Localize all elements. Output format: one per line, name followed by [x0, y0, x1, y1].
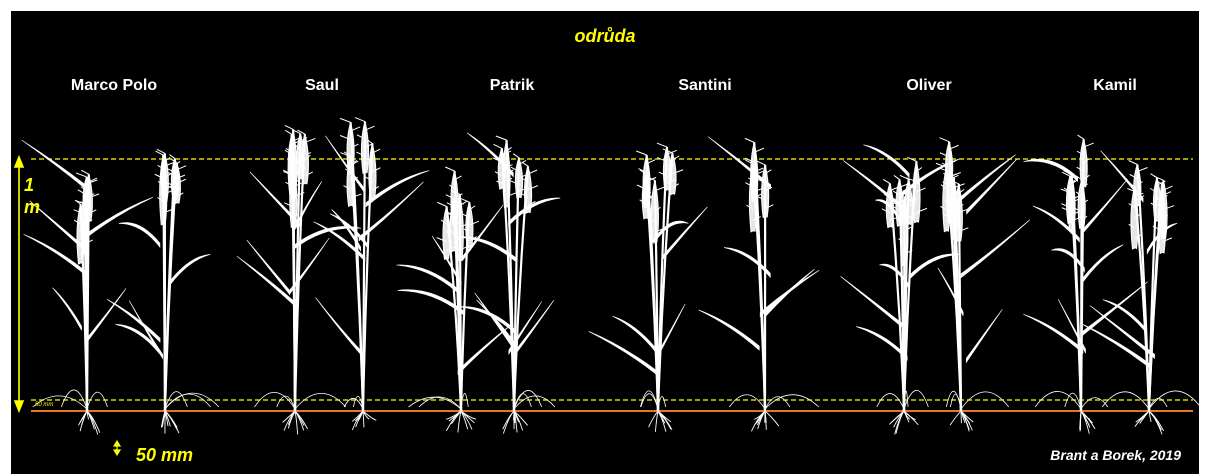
legend-scale-label: 50 mm	[136, 445, 193, 466]
bottom-band-label: 50 mm	[35, 402, 53, 408]
variety-label-saul: Saul	[237, 77, 407, 95]
vertical-scale-unit: m	[24, 196, 40, 218]
vertical-scale-arrow	[15, 157, 23, 411]
plant-silhouette	[936, 138, 1030, 432]
variety-label-santini: Santini	[620, 77, 790, 95]
plant-silhouette	[1080, 151, 1199, 435]
chart-title: odrůda	[11, 26, 1199, 47]
vertical-scale-label: 1 m	[24, 174, 40, 218]
credit-text: Brant a Borek, 2019	[1050, 447, 1181, 463]
plant-silhouette	[699, 137, 820, 432]
plant-silhouette	[456, 133, 561, 434]
plant-silhouette	[1023, 135, 1147, 434]
plant-silhouette	[841, 145, 961, 435]
plant-silhouette	[396, 167, 511, 432]
plant-silhouette	[237, 125, 361, 434]
small-scale-arrow	[114, 441, 120, 455]
plant-layer	[22, 118, 1199, 435]
variety-label-marco-polo: Marco Polo	[29, 77, 199, 95]
vertical-scale-value: 1	[24, 174, 40, 196]
plant-silhouette	[22, 140, 153, 434]
variety-label-kamil: Kamil	[1030, 77, 1199, 95]
figure-panel: odrůda Marco Polo Saul Patrik Santini Ol…	[11, 11, 1199, 474]
plant-silhouette	[314, 118, 430, 430]
variety-label-patrik: Patrik	[427, 77, 597, 95]
variety-label-oliver: Oliver	[844, 77, 1014, 95]
plant-silhouette	[589, 143, 708, 432]
